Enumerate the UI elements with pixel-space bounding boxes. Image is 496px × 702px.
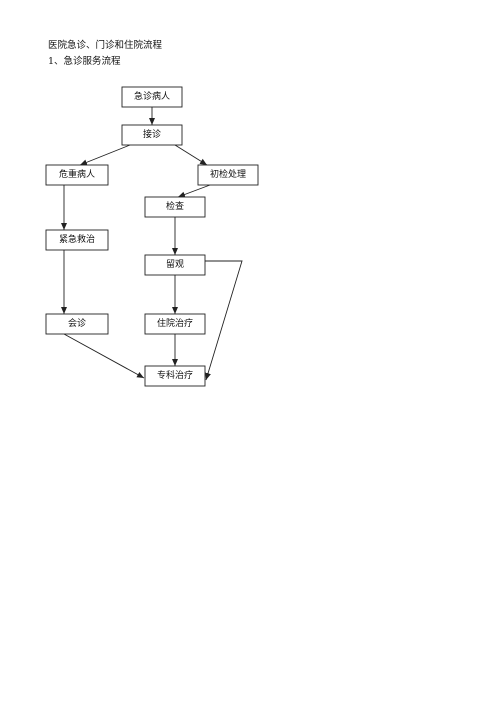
node-examination: 检查 (144, 196, 206, 218)
node-examination-label: 检查 (166, 200, 184, 212)
node-reception-label: 接诊 (143, 128, 161, 140)
edge-consultation-to-specialist (63, 333, 145, 379)
node-observation: 留观 (144, 254, 206, 276)
node-emergency-rescue-label: 紧急救治 (59, 233, 95, 245)
node-consultation: 会诊 (45, 313, 109, 335)
node-consultation-label: 会诊 (68, 317, 86, 329)
node-critical-patient-label: 危重病人 (59, 168, 95, 180)
node-emergency-patient-label: 急诊病人 (134, 90, 170, 102)
edge-initial-exam-to-examination (177, 184, 211, 198)
node-emergency-patient: 急诊病人 (121, 86, 183, 108)
node-reception: 接诊 (121, 124, 183, 146)
node-initial-exam-label: 初检处理 (210, 168, 246, 180)
edge-observation-to-specialist (205, 260, 243, 381)
node-hospitalization: 住院治疗 (144, 313, 206, 335)
node-emergency-rescue: 紧急救治 (45, 229, 109, 251)
edge-reception-to-critical (79, 144, 131, 166)
node-hospitalization-label: 住院治疗 (157, 317, 193, 329)
section-heading: 1、急诊服务流程 (48, 56, 121, 67)
node-initial-exam: 初检处理 (197, 164, 259, 186)
edge-reception-to-initial-exam (174, 144, 208, 166)
node-critical-patient: 危重病人 (45, 164, 109, 186)
node-observation-label: 留观 (166, 258, 184, 270)
node-specialist-treatment: 专科治疗 (144, 365, 206, 387)
node-specialist-treatment-label: 专科治疗 (157, 369, 193, 381)
document-title: 医院急诊、门诊和住院流程 (48, 40, 163, 51)
